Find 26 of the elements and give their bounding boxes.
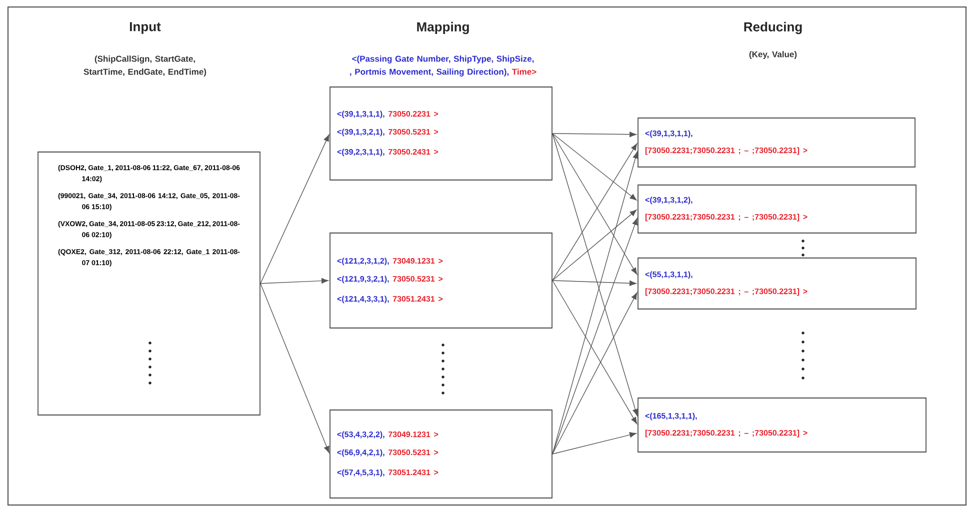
mapper-box: <(39,1,3,1,1), 73050.2231 > <(39,1,3,2,1), 73050.5231 > <(39,2,3,1,1), 73050.2431 >: [330, 86, 552, 180]
column-heading: Mapping: [417, 22, 469, 34]
arrow: [552, 432, 636, 454]
arrow: [552, 280, 636, 286]
arrow: [260, 278, 328, 284]
arrow: [552, 292, 638, 454]
mapper-box: <(53,4,3,2,2), 73049.1231 > <(56,9,4,2,1), 73050.5231 > <(57,4,5,3,1), 73051.2431 >: [330, 410, 552, 498]
arrow: [552, 218, 638, 454]
arrow: [260, 134, 330, 284]
mapper-box: <(121,2,3,1,2), 73049.1231 > <(121,9,3,2,1), 73050.5231 > <(121,4,3,3,1), 73051.2431 >: [330, 232, 552, 328]
arrow: [552, 210, 637, 281]
column-subtitle: (ShipCallSign, StartGate, StartTime, EndGate, EndTime): [84, 56, 206, 76]
reducer-box: <(165,1,3,1,1), [73050.2231;73050.2231 ; – ;73050.2231] >: [638, 398, 926, 452]
arrow: [552, 133, 638, 416]
reducer-box: <(39,1,3,1,2), [73050.2231;73050.2231 ; – ;73050.2231] >: [638, 184, 916, 234]
reducer-box: <(39,1,3,1,1), [73050.2231;73050.2231 ; – ;73050.2231] >: [638, 118, 916, 168]
arrow: [552, 280, 638, 424]
arrow: [260, 283, 330, 454]
key-value-format: <(Passing Gate Number, ShipType, ShipSize, , Portmis Movement, Sailing Direction), Time>: [350, 56, 536, 76]
column-subtitle: (Key, Value): [749, 51, 797, 59]
arrow: [552, 133, 637, 200]
arrow: [552, 132, 636, 138]
arrow: [552, 152, 638, 454]
reducer-box: <(55,1,3,1,1), [73050.2231;73050.2231 ; – ;73050.2231] >: [638, 258, 916, 310]
column-heading: Reducing: [744, 22, 802, 34]
column-heading: Input: [130, 22, 161, 34]
